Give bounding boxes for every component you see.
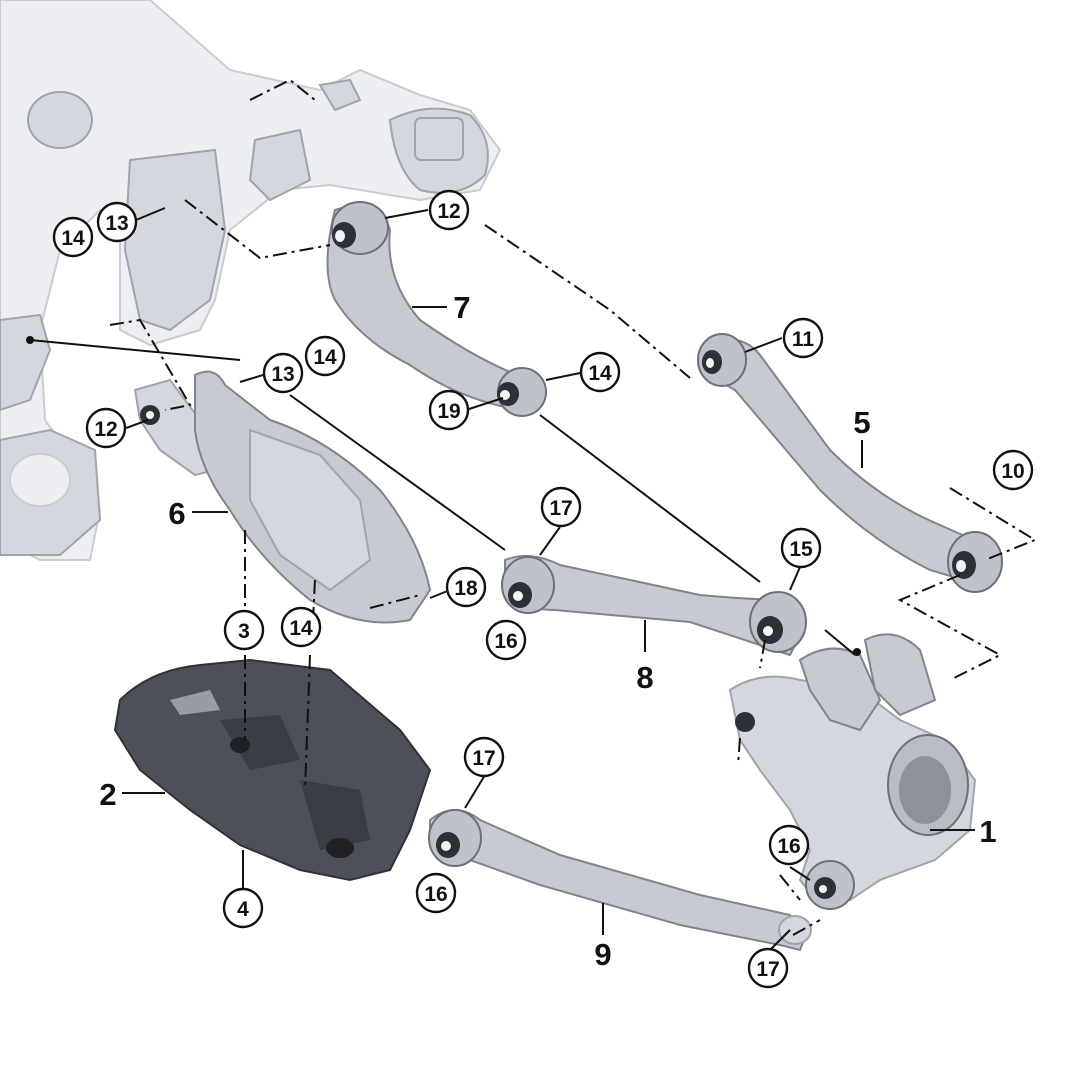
- callout-label: 17: [472, 747, 495, 770]
- callout-14-c: 14: [579, 351, 621, 393]
- callout-12-a: 12: [428, 189, 470, 231]
- callout-label: 12: [94, 418, 117, 441]
- callout-label: 14: [289, 617, 313, 640]
- callout-17-a: 17: [540, 486, 582, 528]
- part-6-spring-link: [133, 370, 432, 624]
- callout-label: 13: [105, 212, 128, 235]
- label-part-1: 1: [979, 814, 996, 849]
- callout-4: 4: [222, 887, 264, 929]
- callout-17-b: 17: [463, 736, 505, 778]
- callout-label: 12: [437, 200, 460, 223]
- callout-16-b: 16: [415, 872, 457, 914]
- callout-label: 17: [549, 497, 572, 520]
- callout-3: 3: [223, 609, 265, 651]
- callout-10: 10: [992, 449, 1034, 491]
- callout-label: 16: [424, 883, 447, 906]
- label-part-2: 2: [99, 777, 116, 812]
- callout-12-b: 12: [85, 407, 127, 449]
- callout-13-a: 13: [96, 201, 138, 243]
- leader-lines: [26, 78, 1038, 951]
- callout-label: 15: [789, 538, 813, 561]
- callout-label: 16: [777, 835, 800, 858]
- part-2-shield-plate: [113, 658, 432, 882]
- rear-subframe: [0, 0, 502, 561]
- callout-14-b: 14: [304, 335, 346, 377]
- callout-label: 16: [494, 630, 517, 653]
- callout-18: 18: [445, 566, 487, 608]
- callout-label: 14: [588, 362, 612, 385]
- part-8-lower-link: [501, 555, 807, 657]
- callout-label: 3: [238, 620, 250, 643]
- callout-14-a: 14: [52, 216, 94, 258]
- callout-15: 15: [780, 527, 822, 569]
- label-part-5: 5: [853, 405, 870, 440]
- callout-16-a: 16: [485, 619, 527, 661]
- callout-19: 19: [428, 389, 470, 431]
- callout-14-d: 14: [280, 606, 322, 648]
- part-5-control-arm: [697, 333, 1003, 593]
- callout-label: 10: [1001, 460, 1024, 483]
- callout-label: 13: [271, 363, 294, 386]
- callout-label: 18: [454, 577, 478, 600]
- part-9-track-rod: [428, 809, 812, 952]
- callout-label: 19: [437, 400, 460, 423]
- label-part-7: 7: [453, 290, 470, 325]
- part-7-upper-wishbone: [326, 201, 547, 417]
- part-1-wheel-carrier: [728, 633, 977, 910]
- callout-13-b: 13: [262, 352, 304, 394]
- callout-label: 14: [313, 346, 337, 369]
- label-part-8: 8: [636, 660, 653, 695]
- label-part-6: 6: [168, 496, 185, 531]
- callout-label: 17: [756, 958, 779, 981]
- callout-label: 4: [237, 898, 249, 921]
- callout-16-c: 16: [768, 824, 810, 866]
- callout-label: 14: [61, 227, 85, 250]
- callout-11: 11: [782, 317, 824, 359]
- callout-17-c: 17: [747, 947, 789, 989]
- label-part-9: 9: [594, 937, 611, 972]
- callout-label: 11: [792, 328, 815, 351]
